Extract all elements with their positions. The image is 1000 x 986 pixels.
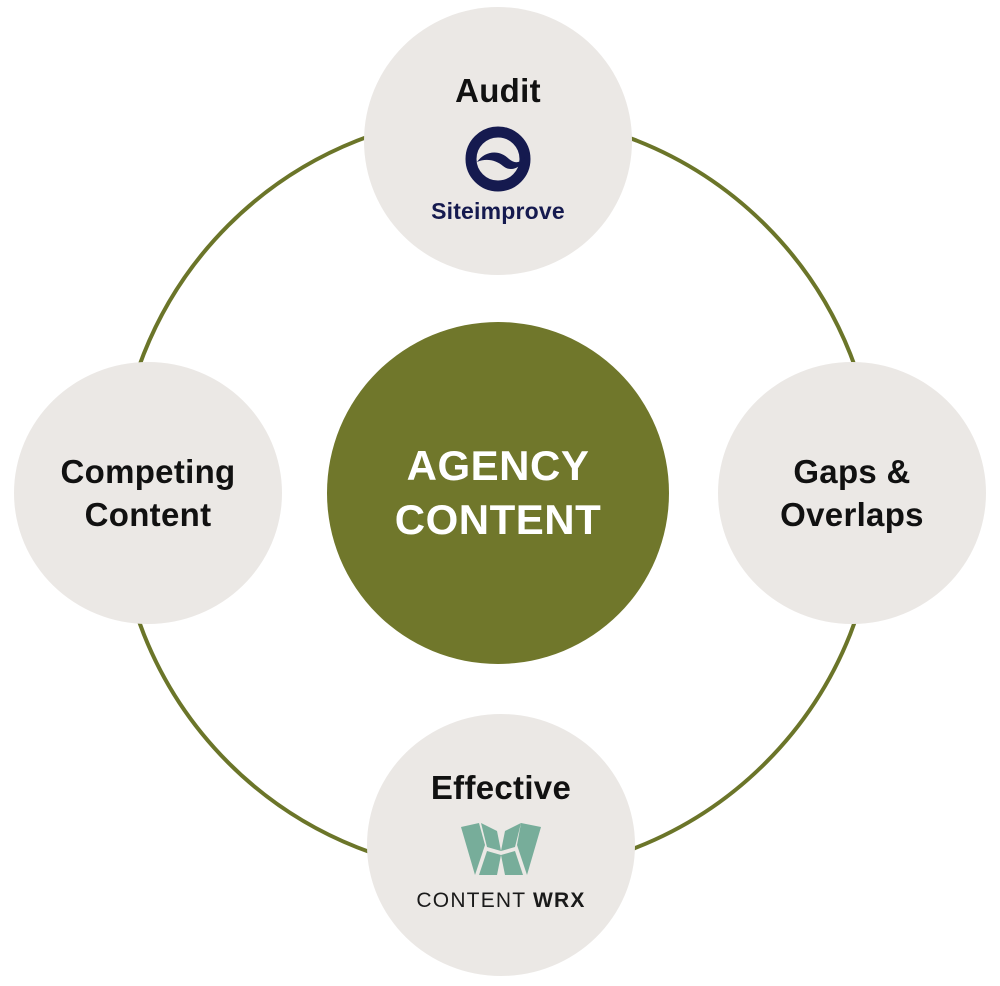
node-competing-line1: Competing: [60, 453, 236, 490]
contentwrx-wordmark-regular: CONTENT: [416, 889, 533, 912]
contentwrx-logo: CONTENT WRX: [416, 823, 585, 913]
node-gaps-line2: Overlaps: [780, 496, 924, 533]
node-effective: Effective CONTENT WRX: [367, 714, 635, 976]
center-line2: CONTENT: [394, 496, 602, 543]
center-line1: AGENCY: [406, 442, 590, 489]
contentwrx-wordmark-bold: WRX: [532, 889, 586, 912]
contentwrx-wordmark: CONTENT WRX: [416, 889, 585, 913]
node-competing-content: Competing Content: [14, 362, 282, 624]
node-audit-label: Audit: [455, 72, 541, 109]
contentwrx-icon: [461, 823, 541, 875]
node-effective-label: Effective: [430, 769, 572, 806]
node-competing-line2: Content: [84, 496, 212, 533]
siteimprove-icon: [465, 126, 531, 192]
node-gaps-overlaps: Gaps & Overlaps: [718, 362, 986, 624]
node-gaps-line1: Gaps &: [793, 453, 911, 490]
center-agency-content: AGENCY CONTENT: [327, 322, 669, 664]
node-audit: Audit Siteimprove: [364, 7, 632, 275]
siteimprove-wordmark: Siteimprove: [431, 198, 565, 224]
siteimprove-logo: Siteimprove: [431, 126, 565, 225]
